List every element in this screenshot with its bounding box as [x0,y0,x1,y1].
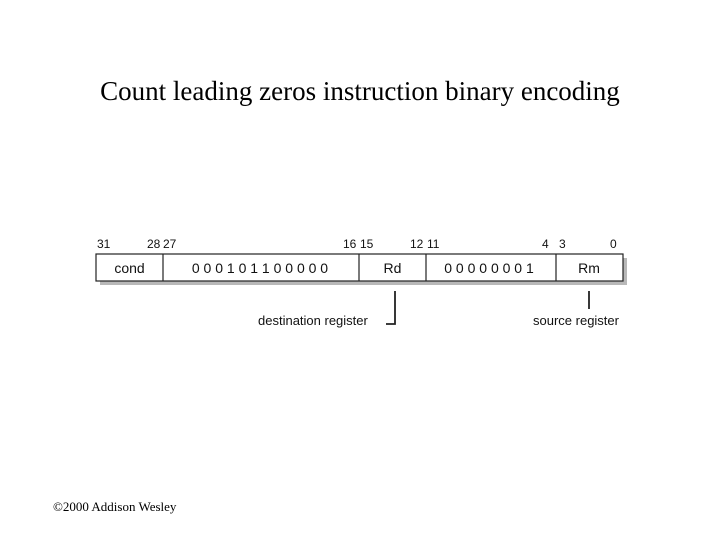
bit-position-label: 15 [360,237,374,251]
bit-position-label: 31 [97,237,111,251]
field-rm: Rm [578,260,600,276]
copyright-footer: ©2000 Addison Wesley [53,499,177,514]
source-register-label: source register [533,313,620,328]
bit-position-label: 3 [559,237,566,251]
bit-position-label: 0 [610,237,617,251]
bit-position-label: 4 [542,237,549,251]
destination-register-label: destination register [258,313,369,328]
field-opcode-bits: 0 0 0 1 0 1 1 0 0 0 0 0 [192,260,328,276]
bit-position-label: 16 [343,237,357,251]
bit-position-label: 27 [163,237,177,251]
slide-title: Count leading zeros instruction binary e… [100,76,620,106]
bit-position-label: 11 [427,237,440,251]
destination-callout-line [386,291,396,325]
field-rd: Rd [384,260,402,276]
bit-position-label: 12 [410,237,424,251]
field-cond: cond [114,260,144,276]
field-sbo-bits: 0 0 0 0 0 0 0 1 [444,260,534,276]
bit-position-label: 28 [147,237,161,251]
